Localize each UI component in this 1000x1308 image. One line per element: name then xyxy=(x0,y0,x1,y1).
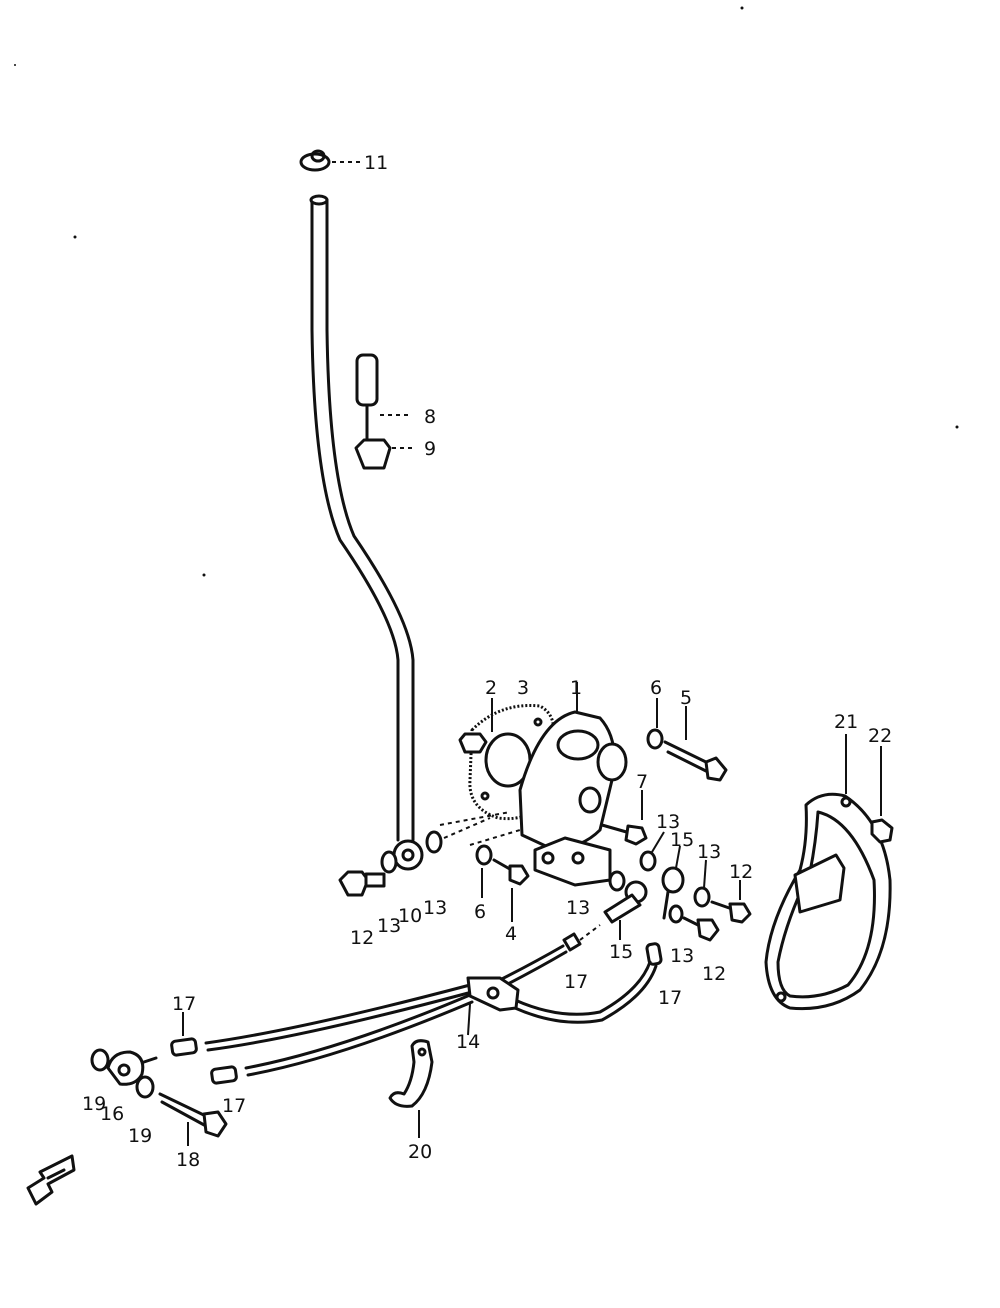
part-21-pump-cover xyxy=(764,734,892,1011)
breather-pipe xyxy=(309,194,415,842)
callout-13-pump: 13 xyxy=(656,811,680,833)
callout-1: 1 xyxy=(570,677,582,699)
part-17-sleeve-right xyxy=(645,942,663,966)
callout-17-left-lower: 17 xyxy=(222,1095,246,1117)
part-18-banjo-bolt xyxy=(158,1092,228,1146)
callout-12-right-b: 12 xyxy=(702,963,726,985)
part-11-clip xyxy=(299,149,362,172)
callout-20: 20 xyxy=(408,1141,432,1163)
callout-13-right-b: 13 xyxy=(670,945,694,967)
part-10-banjo xyxy=(392,839,424,871)
callout-5: 5 xyxy=(680,687,692,709)
callout-2: 2 xyxy=(485,677,497,699)
part-13-washer-left-a xyxy=(380,850,398,874)
part-17-sleeve-upper xyxy=(562,924,601,952)
part-4-bolt xyxy=(492,858,530,922)
part-6-washer-upper xyxy=(646,698,664,750)
callout-13-left-b: 13 xyxy=(423,897,447,919)
callout-15-right: 15 xyxy=(670,829,694,851)
part-9-nut xyxy=(354,438,412,470)
part-12-bolt-right-a xyxy=(710,880,752,924)
part-12-bolt-left xyxy=(338,870,386,897)
callout-22: 22 xyxy=(868,725,892,747)
callout-6-upper: 6 xyxy=(650,677,662,699)
part-13-washer-pump xyxy=(639,831,665,872)
callout-17-upper: 17 xyxy=(564,971,588,993)
part-13-washer-mid xyxy=(608,870,626,892)
callout-9: 9 xyxy=(424,438,436,460)
callout-19-a: 19 xyxy=(82,1093,106,1115)
part-13-washer-right-a xyxy=(693,859,711,908)
callout-17-right: 17 xyxy=(658,987,682,1009)
part-15-fitting-left xyxy=(603,880,648,940)
callout-15-left: 15 xyxy=(609,941,633,963)
callout-12-left: 12 xyxy=(350,927,374,949)
part-8-stud xyxy=(355,353,410,442)
callout-12-right-a: 12 xyxy=(729,861,753,883)
part-12-bolt-right-b xyxy=(682,916,720,942)
callout-3: 3 xyxy=(517,677,529,699)
part-17-sleeve-left-lower xyxy=(210,1065,238,1085)
callout-14: 14 xyxy=(456,1031,480,1053)
callout-6-lower: 6 xyxy=(474,901,486,923)
callout-13-mid: 13 xyxy=(566,897,590,919)
callout-10: 10 xyxy=(398,905,422,927)
part-7-screw xyxy=(600,790,648,846)
scan-specks xyxy=(14,6,959,577)
part-6-washer-lower xyxy=(475,844,493,898)
part-13-washer-left-b xyxy=(425,817,491,854)
callout-19-b: 19 xyxy=(128,1125,152,1147)
part-5-bolt xyxy=(663,706,728,782)
callout-7: 7 xyxy=(636,771,648,793)
part-15-fitting-right xyxy=(661,845,685,920)
part-13-washer-right-b xyxy=(668,904,684,924)
callout-16: 16 xyxy=(100,1103,124,1125)
callout-13-right: 13 xyxy=(697,841,721,863)
callout-18: 18 xyxy=(176,1149,200,1171)
part-22-screw xyxy=(870,746,894,844)
part-1-oil-pump xyxy=(439,682,628,887)
callouts: 11 8 9 2 3 1 6 5 7 21 22 13 15 13 12 6 4… xyxy=(82,152,892,1171)
callout-4: 4 xyxy=(505,923,517,945)
part-16-union xyxy=(106,1050,158,1086)
callout-13-left-a: 13 xyxy=(377,915,401,937)
part-19-washer-b xyxy=(135,1075,155,1099)
part-19-washer-a xyxy=(90,1048,110,1072)
part-2-bolt xyxy=(458,698,493,754)
part-20-clamp xyxy=(388,1039,434,1138)
callout-8: 8 xyxy=(424,406,436,428)
callout-21: 21 xyxy=(834,711,858,733)
part-14-oil-hoses xyxy=(204,944,658,1077)
callout-17-left-upper: 17 xyxy=(172,993,196,1015)
part-17-sleeve-left-upper xyxy=(170,1012,198,1057)
callout-11: 11 xyxy=(364,152,388,174)
front-direction-arrow-icon xyxy=(26,1154,76,1206)
